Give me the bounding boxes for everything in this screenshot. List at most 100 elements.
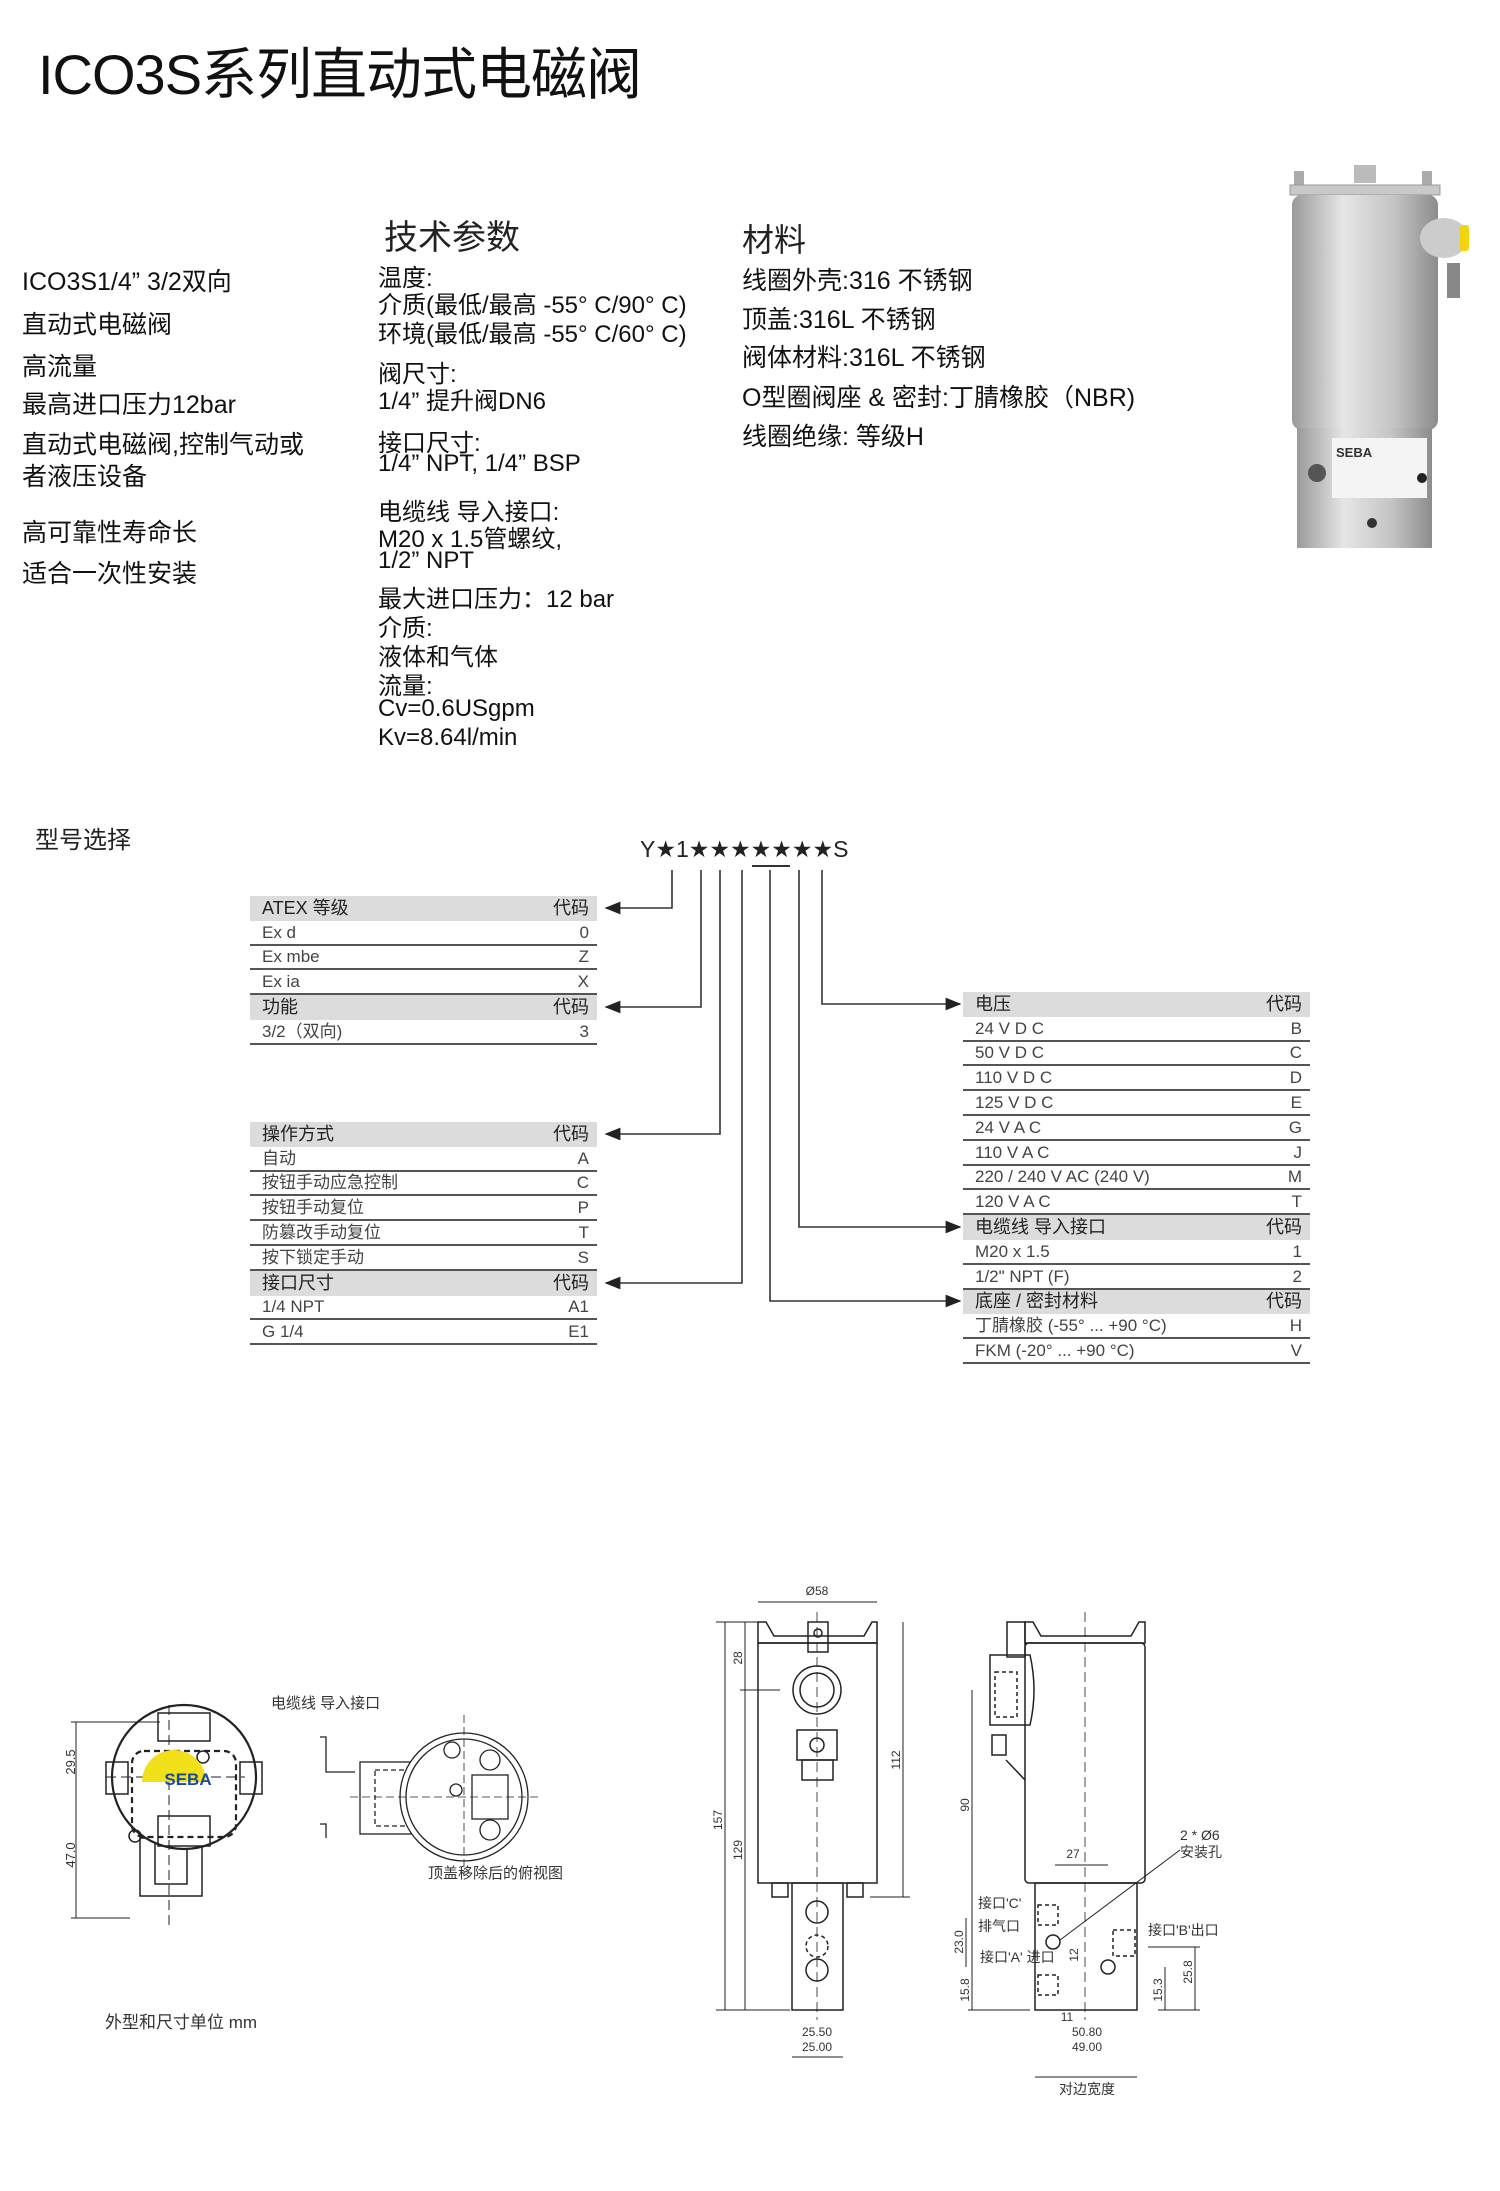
dim-49-00: 49.00 (1072, 2040, 1102, 2054)
tech-param-line: 环境(最低/最高 -55° C/60° C) (378, 321, 687, 348)
option-code: Z (578, 947, 589, 967)
option-code: S (577, 1247, 589, 1267)
table-row: 自动 A (250, 1147, 597, 1172)
across-flats-label: 对边宽度 (1059, 2081, 1115, 2097)
tech-param-line: 介质: (378, 615, 433, 642)
option-label: 1/4 NPT (262, 1297, 325, 1317)
feature-item: 最高进口压力12bar (22, 391, 236, 419)
dim-157: 157 (711, 1810, 725, 1830)
mounting-hole-label: 安装孔 (1180, 1844, 1222, 1860)
tech-param-line: 液体和气体 (378, 644, 498, 671)
page-title: ICO3S系列直动式电磁阀 (38, 43, 642, 106)
cover-removed-caption: 顶盖移除后的俯视图 (428, 1865, 563, 1882)
header-code-label: 代码 (1266, 993, 1302, 1014)
material-line: 线圈绝缘: 等级H (742, 423, 924, 451)
feature-item: 高流量 (22, 353, 98, 381)
table-row: Ex mbe Z (250, 946, 597, 971)
option-code: G (1288, 1117, 1302, 1137)
material-line: 顶盖:316L 不锈钢 (742, 306, 936, 334)
option-code: A (577, 1148, 589, 1168)
header-label: 电缆线 导入接口 (975, 1216, 1107, 1237)
option-code: T (578, 1222, 589, 1242)
option-label: Ex ia (262, 972, 300, 992)
dim-129: 129 (731, 1840, 745, 1860)
dim-28: 28 (731, 1651, 745, 1665)
cable-entry-label: 电缆线 导入接口 (271, 1695, 380, 1712)
table-row: 防篡改手动复位 T (250, 1221, 597, 1246)
feature-item: 适合一次性安装 (22, 560, 198, 588)
table-header-row: 底座 / 密封材料代码 (963, 1289, 1310, 1315)
dim-12: 12 (1067, 1948, 1081, 1962)
exhaust-label: 排气口 (978, 1918, 1020, 1934)
seba-logo-mark (142, 1750, 206, 1782)
material-line: 阀体材料:316L 不锈钢 (742, 344, 986, 372)
port-c-label: 接口'C' (978, 1895, 1021, 1911)
table-header-row: 电压代码 (963, 992, 1310, 1017)
feature-item: ICO3S1/4” 3/2双向 (22, 268, 232, 296)
dim-d58: Ø58 (806, 1584, 829, 1598)
dim-90: 90 (958, 1798, 972, 1812)
table-header-row: ATEX 等级代码 (250, 896, 597, 921)
option-label: 防篡改手动复位 (262, 1222, 381, 1242)
table-header-row: 操作方式代码 (250, 1122, 597, 1147)
table-header-row: 电缆线 导入接口代码 (963, 1215, 1310, 1240)
header-label: 接口尺寸 (262, 1272, 334, 1293)
tech-params-heading: 技术参数 (384, 219, 520, 257)
model-code-pattern: Y★1★★★★★★★S (640, 836, 849, 862)
model-selection-heading: 型号选择 (35, 827, 131, 854)
dim-15-3: 15.3 (1151, 1978, 1165, 2002)
table-row: 220 / 240 V AC (240 V)M (963, 1166, 1310, 1191)
option-label: 自动 (262, 1148, 296, 1168)
tech-param-line: 接口尺寸: (378, 430, 481, 457)
option-code: C (576, 1173, 589, 1193)
port-a-inlet-label: 接口'A' 进口 (980, 1949, 1055, 1965)
tech-param-line: 介质(最低/最高 -55° C/90° C) (378, 292, 687, 319)
option-code: C (1289, 1043, 1302, 1063)
side-view-drawing (965, 1612, 1200, 2078)
option-code: J (1293, 1142, 1303, 1162)
option-label: FKM (-20° ... +90 °C) (975, 1340, 1135, 1360)
table-row: 丁腈橡胶 (-55° ... +90 °C)H (963, 1314, 1310, 1340)
option-label: Ex mbe (262, 947, 320, 967)
table-row: 24 V A C G (963, 1116, 1310, 1141)
header-label: 功能 (262, 996, 298, 1017)
option-label: M20 x 1.5 (975, 1241, 1050, 1261)
front-view-drawing (716, 1601, 910, 2058)
tech-param-line: 电缆线 导入接口: (378, 499, 560, 526)
top-view-drawing (71, 1703, 263, 1928)
header-label: 底座 / 密封材料 (975, 1291, 1099, 1312)
dim-27: 27 (1066, 1847, 1080, 1861)
option-label: 24 V A C (975, 1117, 1042, 1137)
feature-item: 者液压设备 (22, 463, 148, 491)
dim-15-8: 15.8 (958, 1978, 972, 2002)
tech-param-line: 1/4” 提升阀DN6 (378, 388, 547, 415)
table-row: 3/2（双向)3 (250, 1020, 597, 1045)
option-label: Ex d (262, 922, 297, 942)
option-code: A1 (568, 1297, 589, 1317)
cable-gland-cap (1460, 225, 1469, 251)
table-header-row: 功能 代码 (250, 995, 597, 1020)
dim-47-0: 47.0 (63, 1842, 78, 1867)
dim-25-8: 25.8 (1181, 1960, 1195, 1984)
header-code-label: 代码 (553, 996, 589, 1017)
feature-item: 直动式电磁阀,控制气动或 (22, 431, 304, 459)
dim-25-00: 25.00 (802, 2040, 832, 2054)
header-code-label: 代码 (553, 897, 589, 918)
option-code: D (1289, 1068, 1302, 1088)
port-b-outlet-label: 接口'B'出口 (1148, 1922, 1219, 1938)
table-row: FKM (-20° ... +90 °C)V (963, 1339, 1310, 1364)
option-code: 3 (579, 1021, 589, 1041)
option-code: 0 (579, 922, 589, 942)
header-label: 操作方式 (262, 1123, 334, 1144)
dim-112: 112 (889, 1750, 903, 1769)
tech-param-line: 最大进口压力：12 bar (378, 586, 615, 613)
